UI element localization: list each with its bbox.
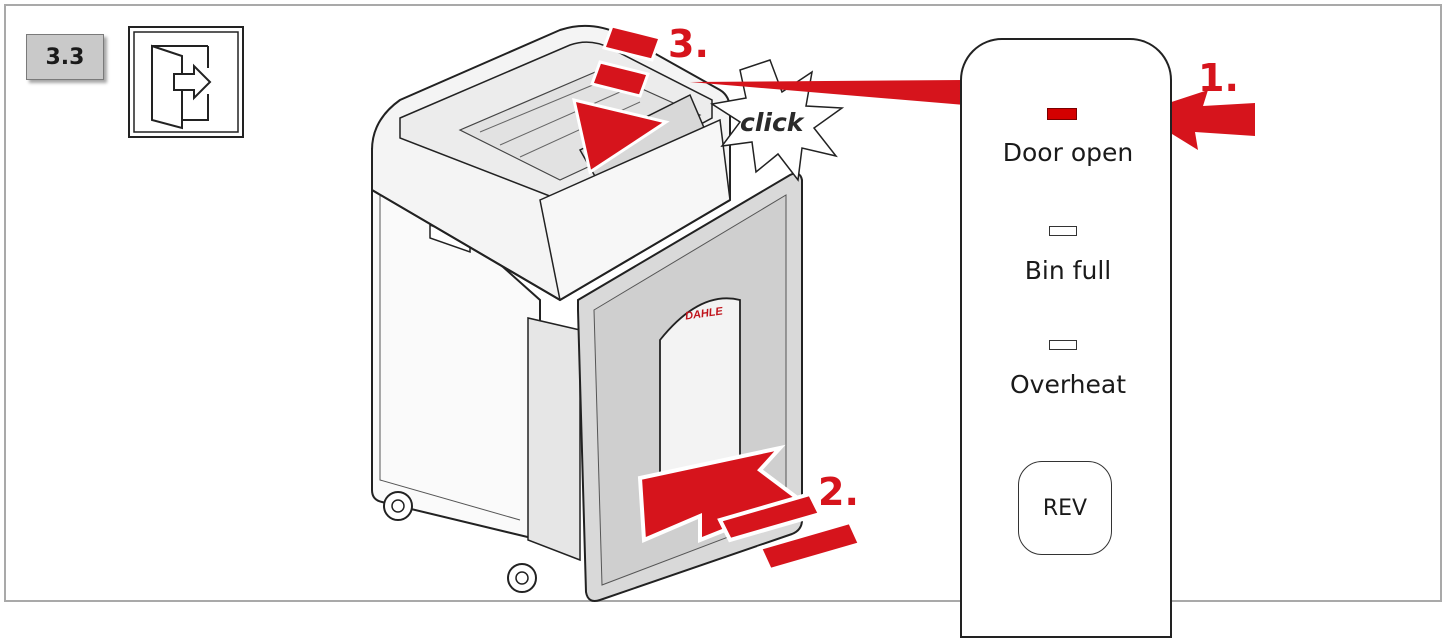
step-3-label: 3.: [668, 22, 709, 66]
overheat-label: Overheat: [1009, 370, 1127, 399]
overheat-indicator-light: [1049, 340, 1077, 350]
door-open-indicator-light: [1047, 108, 1077, 120]
rev-button[interactable]: REV: [1018, 461, 1112, 555]
door-open-label: Door open: [1002, 138, 1134, 167]
bin-full-label: Bin full: [1024, 256, 1112, 285]
click-burst: [709, 59, 845, 182]
bin-full-indicator-light: [1049, 226, 1077, 236]
step-number-badge: 3.3: [26, 34, 104, 80]
step-1-label: 1.: [1198, 56, 1239, 100]
arrow-step-2: [637, 444, 863, 573]
door-open-icon: [128, 26, 244, 138]
arrow-step-3: [572, 24, 670, 175]
control-panel: Door open Bin full Overheat REV: [960, 38, 1172, 638]
step-2-label: 2.: [818, 470, 859, 514]
pointer-beam: [690, 80, 965, 105]
shredder-illustration: [371, 24, 1255, 602]
click-label: click: [740, 108, 804, 137]
